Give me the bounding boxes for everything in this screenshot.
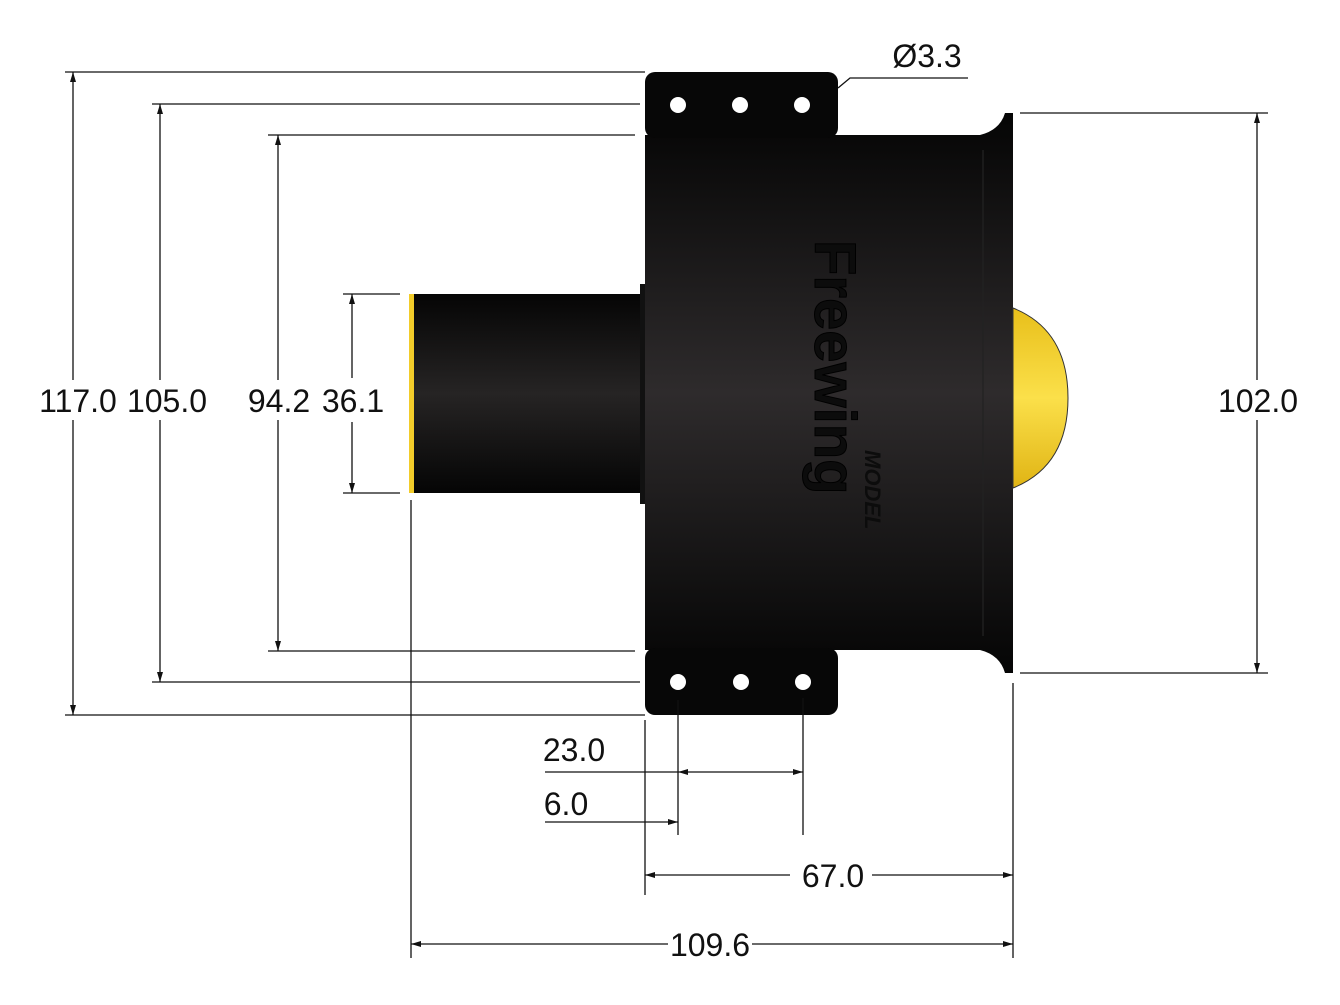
dim-67: 67.0 <box>802 858 864 894</box>
dim-36-1: 36.1 <box>322 383 384 419</box>
tube-yellow-edge <box>409 294 414 493</box>
logo-subtext: MODEL <box>860 450 885 529</box>
dim-94-2: 94.2 <box>248 383 310 419</box>
logo-text: Freewing <box>802 240 867 495</box>
dim-102: 102.0 <box>1218 383 1298 419</box>
hole-icon <box>732 97 748 113</box>
dimension-labels: 117.0 105.0 94.2 36.1 102.0 Ø3.3 23.0 6.… <box>39 38 1298 963</box>
hole-icon <box>794 97 810 113</box>
dim-hole-diameter: Ø3.3 <box>892 38 961 74</box>
dim-109-6: 109.6 <box>670 927 750 963</box>
hole-icon <box>733 674 749 690</box>
spinner-cone <box>1012 307 1069 489</box>
dim-105: 105.0 <box>127 383 207 419</box>
tube-collar <box>640 284 648 504</box>
hole-icon <box>795 674 811 690</box>
dim-6: 6.0 <box>544 786 588 822</box>
mount-holes <box>670 97 811 690</box>
hole-icon <box>670 97 686 113</box>
dim-23: 23.0 <box>543 732 605 768</box>
dim-117: 117.0 <box>39 383 117 419</box>
fan-body <box>645 113 1013 673</box>
fan-unit: Freewing MODEL <box>409 72 1069 715</box>
hole-icon <box>670 674 686 690</box>
extension-lines <box>65 71 1268 958</box>
exhaust-tube <box>412 294 647 493</box>
dimension-lines <box>70 72 1260 947</box>
freewing-logo: Freewing MODEL <box>802 240 886 530</box>
